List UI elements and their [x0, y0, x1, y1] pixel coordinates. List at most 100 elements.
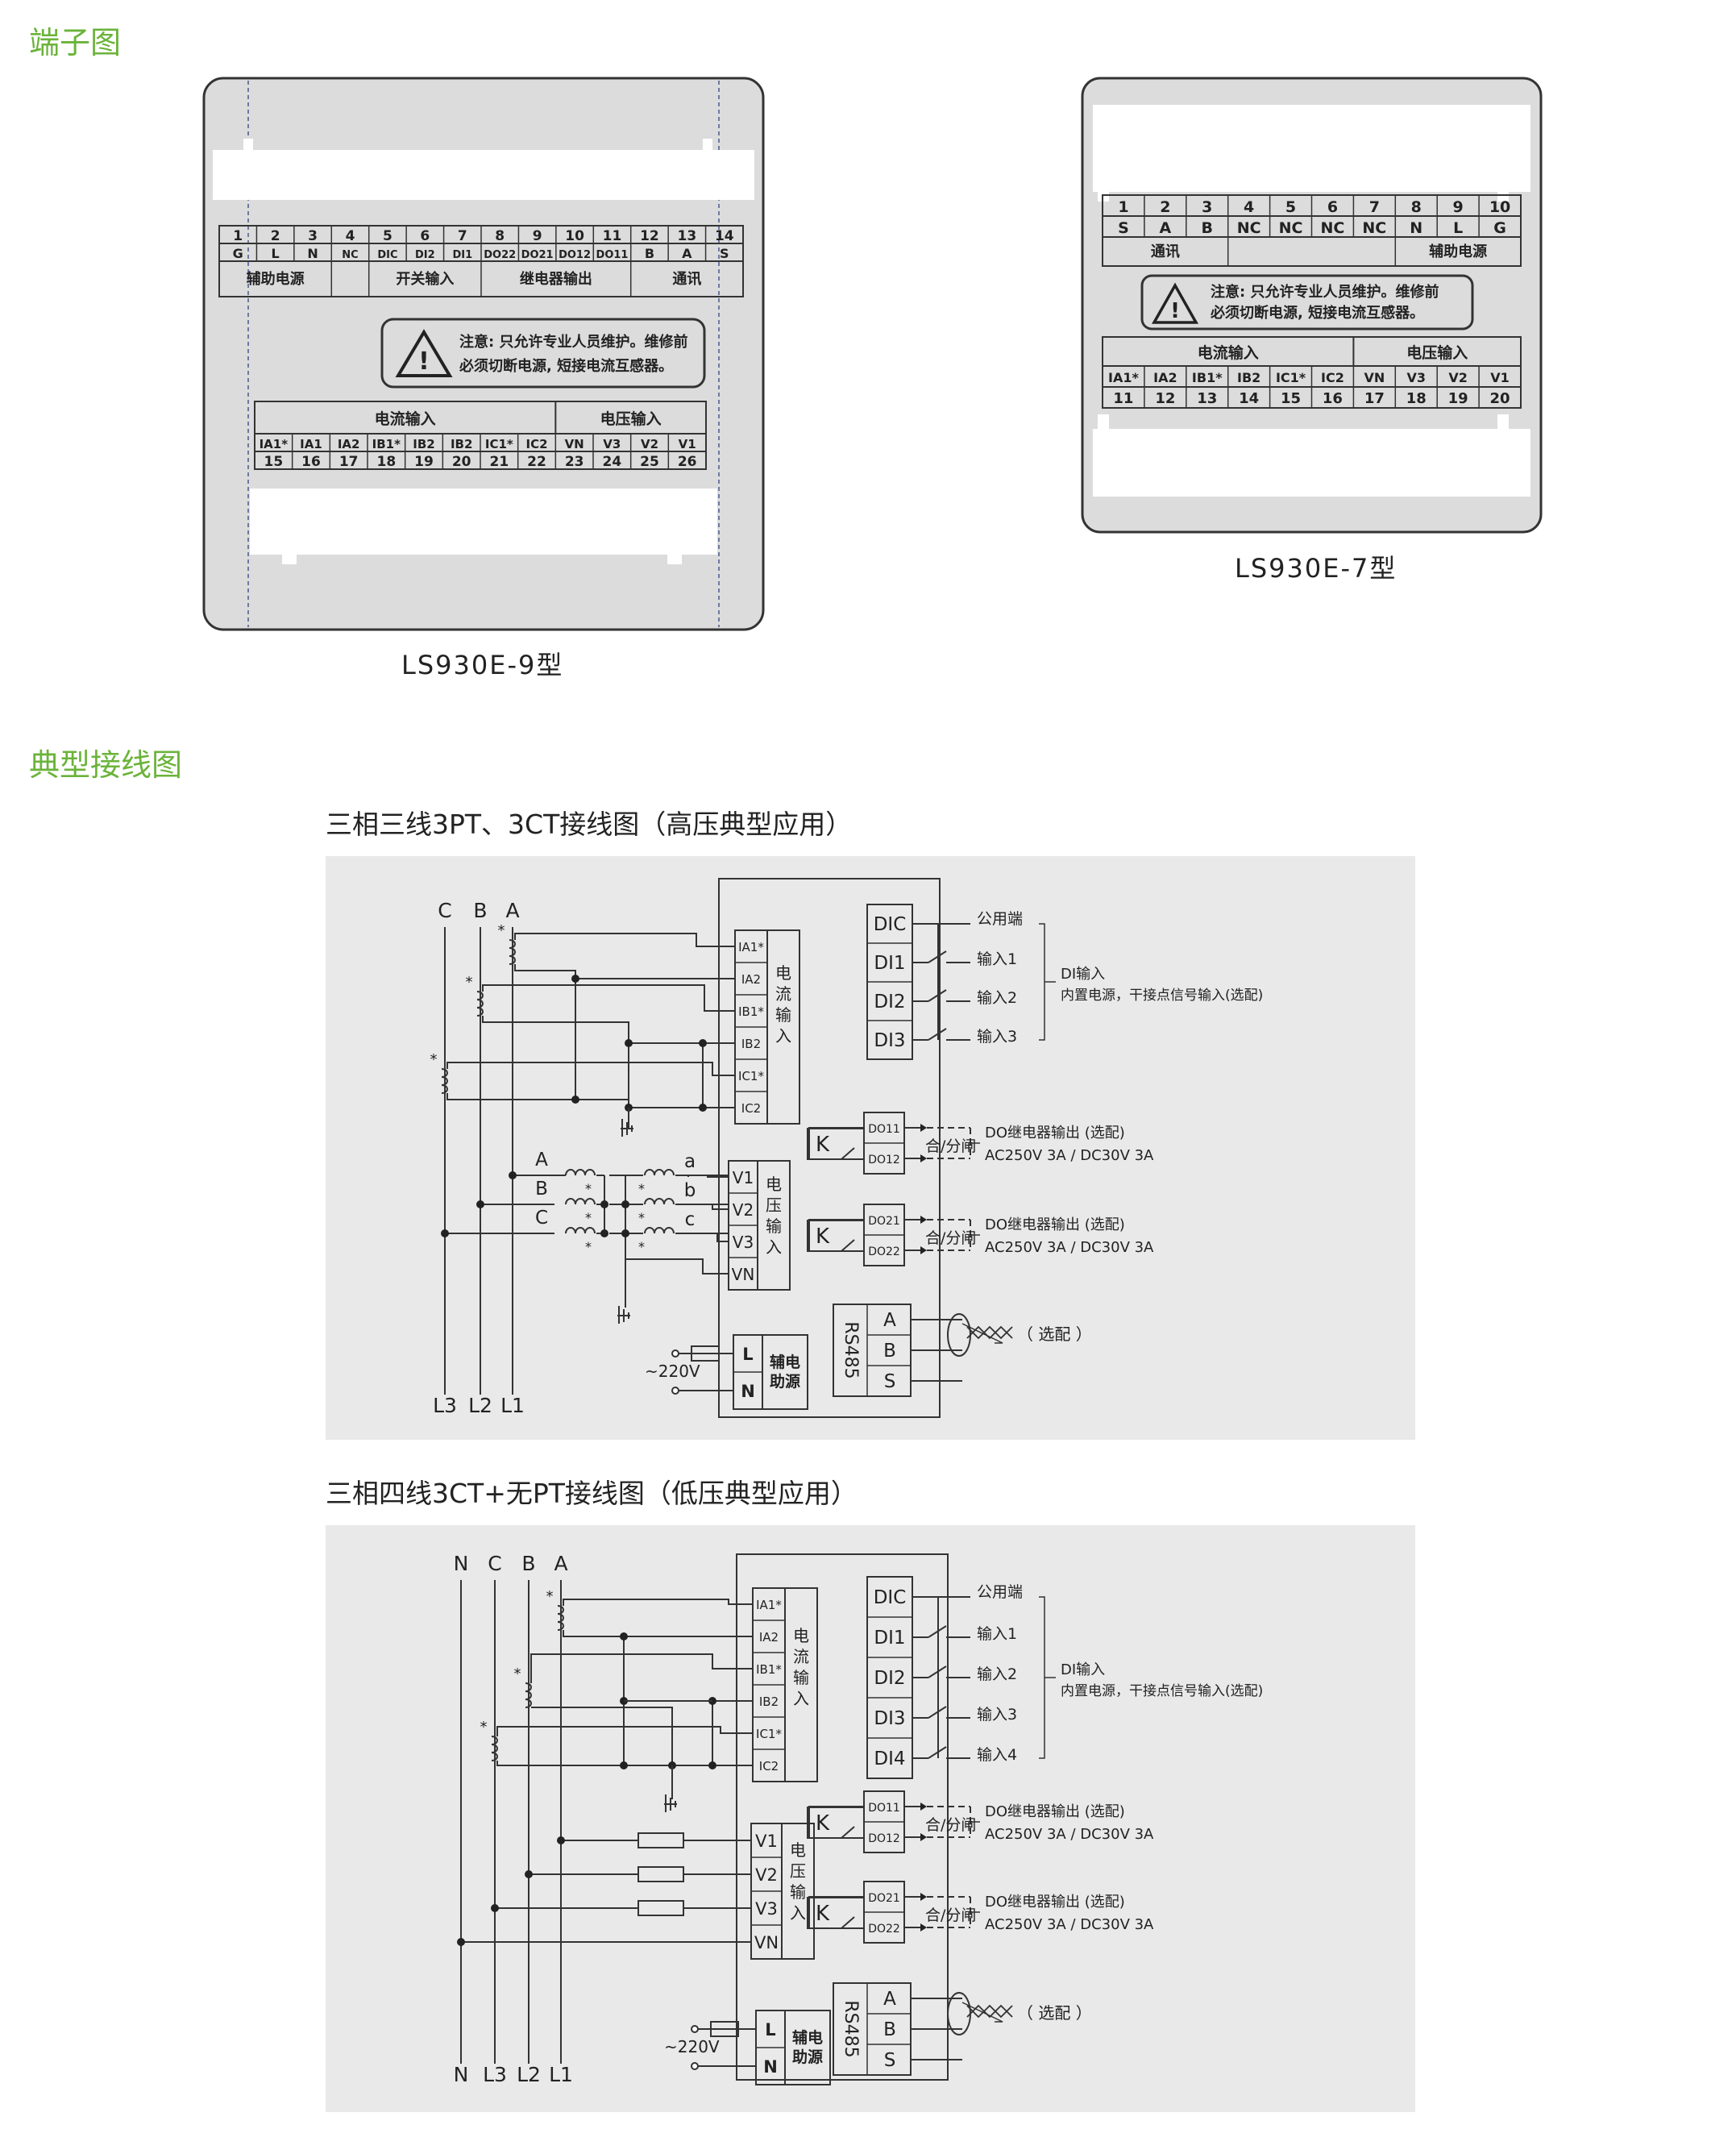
rs485-terminal-label: S [884, 1371, 896, 1392]
polarity-star: * [638, 1210, 645, 1225]
panel7-bottom-label: IC1* [1276, 370, 1306, 385]
panel7-bottom-number: 17 [1364, 390, 1385, 407]
panel7-terminal-number: 4 [1244, 198, 1254, 216]
wire [675, 1233, 729, 1242]
panel9-terminal-label: S [720, 246, 729, 261]
panel7-bottom-number: 13 [1197, 390, 1217, 407]
junction-dot [571, 1096, 579, 1104]
junction-dot [600, 1200, 608, 1208]
junction-dot [699, 1039, 707, 1047]
panel9-terminal-label: DO12 [559, 249, 591, 261]
di-terminal-label: DI2 [874, 992, 905, 1013]
panel7-terminal-label: L [1453, 219, 1463, 237]
panel7-bottom-number: 20 [1490, 390, 1510, 407]
fuse-icon [638, 1900, 684, 1916]
ct-label-char: 电 [775, 963, 791, 983]
di-input-label: 输入1 [977, 950, 1017, 968]
di-terminal-label: DIC [874, 1587, 907, 1608]
panel9-warning-line2: 必须切断电源, 短接电流互感器。 [459, 357, 673, 375]
pt-label-char: 电 [790, 1840, 806, 1860]
arrow-icon [920, 1833, 927, 1841]
di-note: 内置电源，干接点信号输入(选配) [1061, 1683, 1263, 1699]
di-terminal-label: DI3 [874, 1708, 905, 1729]
coil-icon [565, 1198, 596, 1205]
panel7-bottom-label: IB2 [1237, 370, 1260, 385]
polarity-star: * [480, 1719, 488, 1736]
phase-top-label: C [488, 1552, 501, 1575]
meter-device-outline [718, 878, 941, 1418]
warning-icon: ! [1152, 282, 1198, 324]
wire [625, 1258, 729, 1291]
pt-label-char: 电 [766, 1175, 782, 1194]
panel9-bottom-number: 24 [602, 454, 621, 470]
panel7-bottom-label: IA2 [1153, 370, 1177, 385]
junction-dot [620, 1632, 628, 1640]
voltage-source-label: ~220V [645, 1362, 700, 1381]
do-terminal-label: DO12 [868, 1154, 900, 1166]
panel7-terminal-label: NC [1321, 219, 1345, 237]
polarity-star: * [466, 974, 473, 991]
panel7-bottom-label: V1 [1490, 370, 1510, 385]
panel9-terminal-number: 5 [383, 228, 392, 244]
relay-k-label: K [816, 1902, 830, 1926]
panel7-bottom-label: VN [1364, 370, 1385, 385]
wire [808, 1806, 864, 1839]
arrow-icon [920, 1216, 927, 1224]
coil-icon [525, 1682, 532, 1708]
panel9-bottom-label: IA1 [300, 437, 322, 451]
pt-terminal-label: VN [732, 1265, 755, 1284]
wire [446, 1062, 735, 1076]
ground-icon [617, 1306, 630, 1324]
fuse-icon [638, 1866, 684, 1882]
ground-icon [621, 1119, 633, 1137]
optional-label: （ 选配 ） [1017, 2003, 1092, 2023]
polarity-star: * [514, 1665, 521, 1682]
pt-primary-label: A [535, 1150, 548, 1171]
panel7-bottom-label: IB1* [1192, 370, 1223, 385]
di-input-label: 输入1 [977, 1625, 1017, 1643]
junction-dot [699, 1104, 707, 1112]
panel7-terminal-label: N [1410, 219, 1422, 237]
panel7-bottom-number: 12 [1155, 390, 1175, 407]
ct-terminal-label: IC2 [741, 1101, 761, 1116]
panel9-terminal-diagram: 1G2L3N4NC5DIC6DI27DI18DO229DO2110DO1211D… [202, 77, 765, 631]
panel9-terminal-label: A [682, 246, 692, 261]
power-terminal-label: L [742, 1345, 753, 1364]
panel9-terminal-number: 14 [715, 228, 734, 244]
terminal-dot [671, 1349, 679, 1358]
rs485-terminal-label: S [884, 2050, 896, 2071]
panel7-bottom-number: 11 [1113, 390, 1133, 407]
di-terminal-label: DI2 [874, 1668, 905, 1689]
pt-label-char: 压 [766, 1195, 782, 1215]
phase-bottom-label: L3 [433, 1394, 457, 1417]
phase-top-label: C [438, 899, 451, 922]
panel9-current-header: 电流输入 [375, 410, 436, 428]
panel7-bottom-label: IC2 [1321, 370, 1344, 385]
panel9-terminal-number: 12 [640, 228, 659, 244]
panel9-terminal-number: 9 [533, 228, 542, 244]
ct-label-char: 输 [793, 1668, 809, 1687]
di-input-label: 输入2 [977, 1665, 1017, 1683]
di-terminal-label: DIC [874, 914, 907, 935]
phase-bottom-label: L3 [483, 2063, 507, 2086]
wire [496, 1726, 753, 1736]
panel7-warning-line2: 必须切断电源, 短接电流互感器。 [1210, 304, 1424, 322]
ct-terminal-label: IB1* [738, 1004, 764, 1019]
panel9-voltage-header: 电压输入 [600, 410, 662, 428]
di-title: DI输入 [1061, 966, 1105, 983]
diagram2-title: 三相四线3CT+无PT接线图（低压典型应用） [326, 1478, 858, 1509]
arrow-icon [920, 1246, 927, 1254]
junction-dot [621, 1200, 629, 1208]
junction-dot [621, 1229, 629, 1237]
do-title: DO继电器输出 (选配) [985, 1216, 1125, 1233]
panel9-terminal-label: DO21 [521, 249, 554, 261]
ct-terminal-label: IA1* [738, 940, 764, 954]
coil-icon [557, 1605, 564, 1631]
do-terminal-label: DO22 [868, 1245, 900, 1258]
panel7-terminal-label: NC [1237, 219, 1261, 237]
ct-terminal-label: IC2 [759, 1759, 779, 1773]
panel9-caption: LS930E-9型 [401, 650, 564, 680]
panel9-bottom-number: 21 [489, 454, 509, 470]
panel9-bottom-number: 23 [565, 454, 584, 470]
